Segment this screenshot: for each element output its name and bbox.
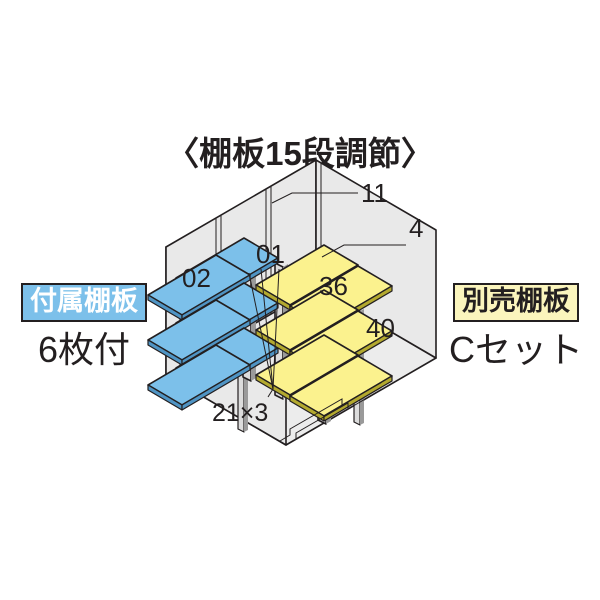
callout-11: 11 (361, 178, 388, 208)
included-shelf-count: 6枚付 (37, 329, 131, 370)
shelf-blue-l3-front (147, 344, 251, 411)
page-title: 〈棚板15段調節〉 (166, 135, 434, 172)
included-shelf-badge: 付属棚板 (21, 283, 147, 322)
shelf-yellow-l3-front (289, 355, 393, 422)
optional-shelf-badge: 別売棚板 (453, 283, 579, 322)
callout-40: 40 (366, 313, 395, 343)
leader-21x3 (248, 268, 280, 398)
floor-door-threshold (279, 381, 387, 446)
optional-shelf-set: Cセット (449, 329, 583, 370)
shed-isometric-drawing: .ol{stroke:#231f20;stroke-width:1.6;stro… (147, 159, 470, 495)
leader-11 (271, 192, 358, 204)
included-shelf-panel: 付属棚板 6枚付 (4, 283, 164, 369)
callout-02: 02 (182, 263, 211, 293)
optional-shelf-panel: 別売棚板 Cセット (436, 283, 596, 369)
callout-36: 36 (319, 271, 348, 301)
leader-4 (321, 244, 406, 258)
callout-4: 4 (409, 213, 423, 243)
callout-21x3: 21×3 (212, 399, 268, 427)
callout-01: 01 (256, 239, 285, 269)
